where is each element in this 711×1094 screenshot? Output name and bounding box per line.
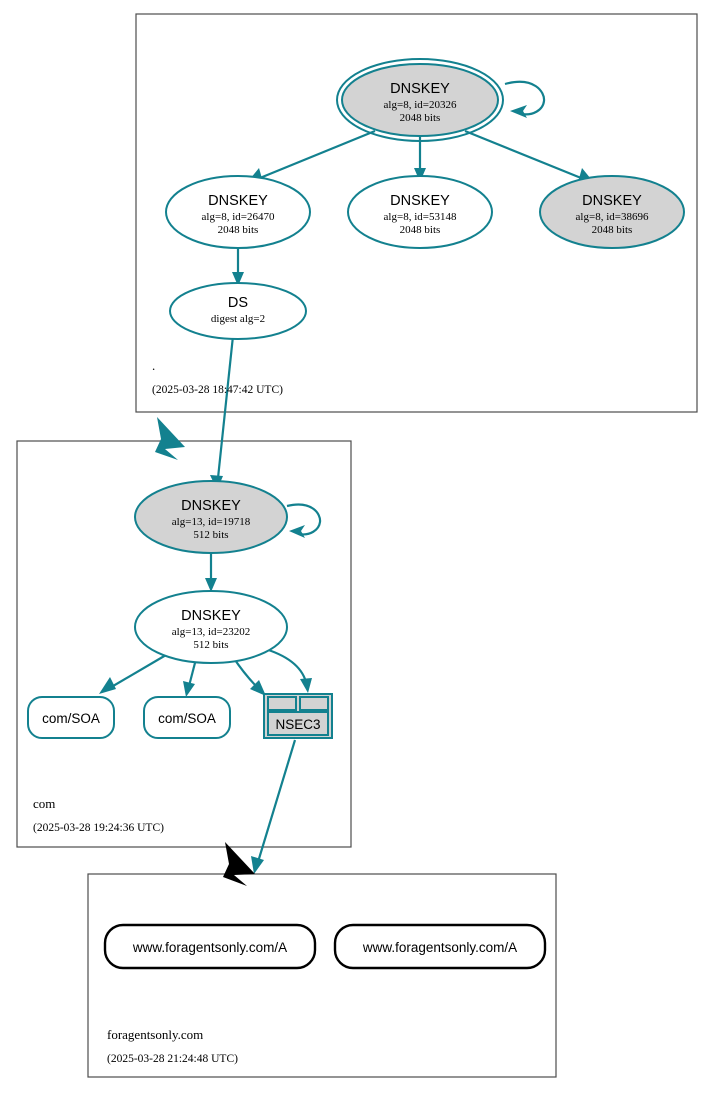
node-line2: alg=13, id=19718 — [172, 516, 251, 528]
delegation-arrow-root-to-com — [155, 417, 185, 460]
node-dnskey-ksk-20326[interactable]: DNSKEY alg=8, id=20326 2048 bits — [336, 58, 504, 142]
edge-zsk23202-to-nsec3-top — [261, 646, 312, 693]
node-rrset-com-soa-1[interactable]: com/SOA — [27, 696, 115, 739]
node-line2: alg=8, id=38696 — [576, 211, 649, 223]
node-title: DS — [228, 295, 248, 311]
zone-timestamp-root: (2025-03-28 18:47:42 UTC) — [152, 384, 283, 396]
node-line2: digest alg=2 — [211, 313, 265, 325]
edge-zsk23202-to-nsec3-left — [232, 656, 266, 696]
node-line2: alg=13, id=23202 — [172, 626, 250, 638]
edge-nsec3-to-foragentsonly — [251, 739, 297, 874]
node-title: DNSKEY — [390, 81, 450, 97]
node-nsec3-record[interactable]: NSEC3 — [263, 693, 333, 739]
zone-label-root: . — [152, 358, 155, 373]
node-dnskey-zsk-23202[interactable]: DNSKEY alg=13, id=23202 512 bits — [134, 590, 288, 664]
node-rrset-www-a-2[interactable]: www.foragentsonly.com/A — [333, 923, 547, 970]
node-line2: alg=8, id=26470 — [202, 211, 275, 223]
zone-timestamp-foragentsonly: (2025-03-28 21:24:48 UTC) — [107, 1053, 238, 1065]
edge-ksk19718-self-loop — [286, 503, 322, 538]
node-line3: 512 bits — [193, 529, 228, 541]
node-title: com/SOA — [42, 711, 100, 726]
zone-box-root — [135, 13, 698, 413]
node-line3: 2048 bits — [592, 224, 633, 236]
node-title: DNSKEY — [181, 498, 241, 514]
edge-zsk26470-to-ds2 — [232, 248, 244, 286]
zone-label-com: com — [33, 796, 55, 811]
delegation-arrow-com-to-foragentsonly — [223, 842, 255, 886]
node-title: NSEC3 — [275, 717, 320, 732]
node-dnskey-zsk-38696[interactable]: DNSKEY alg=8, id=38696 2048 bits — [539, 175, 685, 249]
node-title: com/SOA — [158, 711, 216, 726]
node-dnskey-zsk-53148[interactable]: DNSKEY alg=8, id=53148 2048 bits — [347, 175, 493, 249]
node-dnskey-ksk-19718[interactable]: DNSKEY alg=13, id=19718 512 bits — [134, 480, 288, 554]
node-line2: alg=8, id=20326 — [384, 99, 457, 111]
node-line3: 2048 bits — [400, 224, 441, 236]
edge-zsk23202-to-soa2 — [183, 658, 198, 697]
node-rrset-com-soa-2[interactable]: com/SOA — [143, 696, 231, 739]
zone-box-foragentsonly — [87, 873, 557, 1078]
edge-ksk19718-to-zsk23202 — [205, 553, 217, 592]
edge-ksk20326-self-loop — [504, 80, 546, 118]
zone-timestamp-com: (2025-03-28 19:24:36 UTC) — [33, 822, 164, 834]
node-title: www.foragentsonly.com/A — [132, 940, 287, 955]
node-title: DNSKEY — [208, 193, 268, 209]
edge-ds2-to-ksk19718 — [210, 335, 235, 490]
node-title: DNSKEY — [390, 193, 450, 209]
node-line2: alg=8, id=53148 — [384, 211, 457, 223]
node-ds-digest-alg-2[interactable]: DS digest alg=2 — [169, 282, 307, 340]
edge-ksk20326-to-zsk26470 — [246, 129, 376, 184]
zone-box-com — [16, 440, 352, 848]
zone-label-foragentsonly: foragentsonly.com — [107, 1027, 203, 1042]
node-line3: 2048 bits — [218, 224, 259, 236]
node-line3: 2048 bits — [400, 112, 441, 124]
node-title: www.foragentsonly.com/A — [362, 940, 517, 955]
node-title: DNSKEY — [181, 608, 241, 624]
node-dnskey-zsk-26470[interactable]: DNSKEY alg=8, id=26470 2048 bits — [165, 175, 311, 249]
edge-ksk20326-to-zsk38696 — [464, 129, 595, 184]
node-line3: 512 bits — [193, 639, 228, 651]
edge-zsk23202-to-soa1 — [99, 654, 167, 694]
node-rrset-www-a-1[interactable]: www.foragentsonly.com/A — [103, 923, 317, 970]
node-title: DNSKEY — [582, 193, 642, 209]
